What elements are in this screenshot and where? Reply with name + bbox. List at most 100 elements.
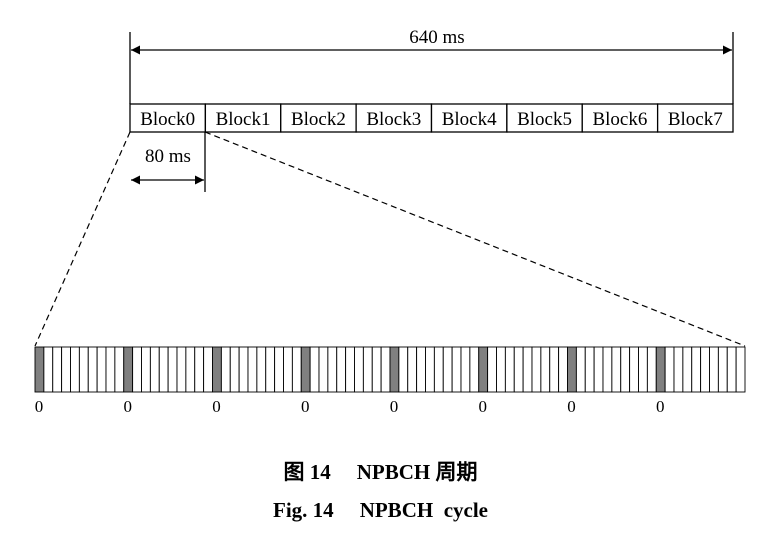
caption-en-title: NPBCH cycle bbox=[359, 498, 488, 522]
subframe bbox=[141, 346, 151, 393]
subframe bbox=[549, 346, 560, 393]
subframe bbox=[558, 346, 568, 393]
subframe bbox=[646, 346, 657, 393]
block-cell: Block0 bbox=[129, 103, 207, 133]
subframe bbox=[327, 346, 338, 393]
subframe bbox=[283, 346, 293, 393]
subframe bbox=[247, 346, 258, 393]
subframe-shaded bbox=[567, 346, 577, 393]
total-duration-label: 640 ms bbox=[409, 27, 464, 48]
subframe bbox=[442, 346, 453, 393]
subframe bbox=[522, 346, 533, 393]
subframe bbox=[114, 346, 125, 393]
frame-zero-label: 0 bbox=[390, 397, 399, 416]
subframe-shaded bbox=[123, 346, 134, 393]
frame-zero-label: 0 bbox=[124, 397, 133, 416]
subframe-shaded bbox=[34, 346, 45, 393]
zoom-line-right bbox=[204, 131, 746, 347]
block-duration-label: 80 ms bbox=[145, 146, 191, 167]
subframe-shaded bbox=[389, 346, 400, 393]
frame-zero-label: 0 bbox=[567, 397, 576, 416]
subframe bbox=[265, 346, 276, 393]
frame-zero-label: 0 bbox=[212, 397, 221, 416]
subframe bbox=[611, 346, 622, 393]
subframe bbox=[87, 346, 98, 393]
subframe bbox=[433, 346, 444, 393]
subframe bbox=[496, 346, 506, 393]
subframe bbox=[513, 346, 524, 393]
subframe bbox=[176, 346, 187, 393]
subframe-shaded bbox=[300, 346, 311, 393]
subframe bbox=[629, 346, 639, 393]
block-box bbox=[506, 103, 583, 133]
subframe bbox=[638, 346, 648, 393]
subframe bbox=[203, 346, 213, 393]
subframe bbox=[398, 346, 409, 393]
zoom-line-left bbox=[34, 131, 131, 347]
subframe bbox=[425, 346, 435, 393]
subframe bbox=[460, 346, 471, 393]
subframe bbox=[700, 346, 710, 393]
subframe bbox=[52, 346, 63, 393]
subframe bbox=[735, 346, 746, 393]
block-label: Block3 bbox=[366, 109, 421, 130]
block-box bbox=[280, 103, 357, 133]
subframe bbox=[318, 346, 329, 393]
subframe bbox=[70, 346, 80, 393]
block-label: Block5 bbox=[517, 109, 572, 130]
block-cell: Block7 bbox=[656, 103, 734, 133]
subframe bbox=[78, 346, 89, 393]
subframe bbox=[407, 346, 418, 393]
subframe bbox=[256, 346, 267, 393]
subframe bbox=[380, 346, 391, 393]
subframe bbox=[709, 346, 719, 393]
subframe bbox=[105, 346, 116, 393]
block-cell: Block3 bbox=[355, 103, 433, 133]
subframe bbox=[575, 346, 586, 393]
block-cell: Block2 bbox=[280, 103, 357, 133]
subframe bbox=[167, 346, 178, 393]
caption-cn-title: NPBCH 周期 bbox=[356, 460, 478, 484]
subframe bbox=[61, 346, 71, 393]
subframe bbox=[584, 346, 595, 393]
subframe bbox=[362, 346, 373, 393]
block-cell: Block4 bbox=[430, 103, 508, 133]
subframe-shaded bbox=[478, 346, 489, 393]
subframe bbox=[602, 346, 613, 393]
block-label: Block1 bbox=[216, 109, 271, 130]
block-cell: Block5 bbox=[506, 103, 583, 133]
subframe bbox=[371, 346, 382, 393]
subframe bbox=[593, 346, 604, 393]
block-box bbox=[355, 103, 433, 133]
subframe bbox=[336, 346, 347, 393]
subframe-shaded bbox=[655, 346, 666, 393]
subframe bbox=[185, 346, 196, 393]
block-box bbox=[129, 103, 207, 133]
subframe bbox=[717, 346, 728, 393]
block-row: Block0 Block1 Block2 Block3 Block4 Block5 Bloc… bbox=[129, 103, 734, 133]
frame-zero-label: 0 bbox=[35, 397, 44, 416]
subframe bbox=[620, 346, 631, 393]
subframe bbox=[691, 346, 702, 393]
block-label: Block6 bbox=[592, 109, 647, 130]
subframe bbox=[274, 346, 284, 393]
subframe bbox=[194, 346, 205, 393]
subframe bbox=[664, 346, 675, 393]
subframe bbox=[416, 346, 426, 393]
caption-en-fig: Fig. 14 bbox=[273, 498, 334, 522]
caption-en: Fig. 14 NPBCH cycle bbox=[0, 498, 761, 523]
subframe bbox=[132, 346, 142, 393]
block-box bbox=[430, 103, 508, 133]
block-box bbox=[204, 103, 282, 133]
block-cell: Block1 bbox=[204, 103, 282, 133]
subframe bbox=[682, 346, 693, 393]
subframe bbox=[673, 346, 684, 393]
subframe bbox=[309, 346, 320, 393]
subframe bbox=[149, 346, 160, 393]
subframe bbox=[158, 346, 169, 393]
subframe bbox=[726, 346, 737, 393]
subframe bbox=[238, 346, 249, 393]
